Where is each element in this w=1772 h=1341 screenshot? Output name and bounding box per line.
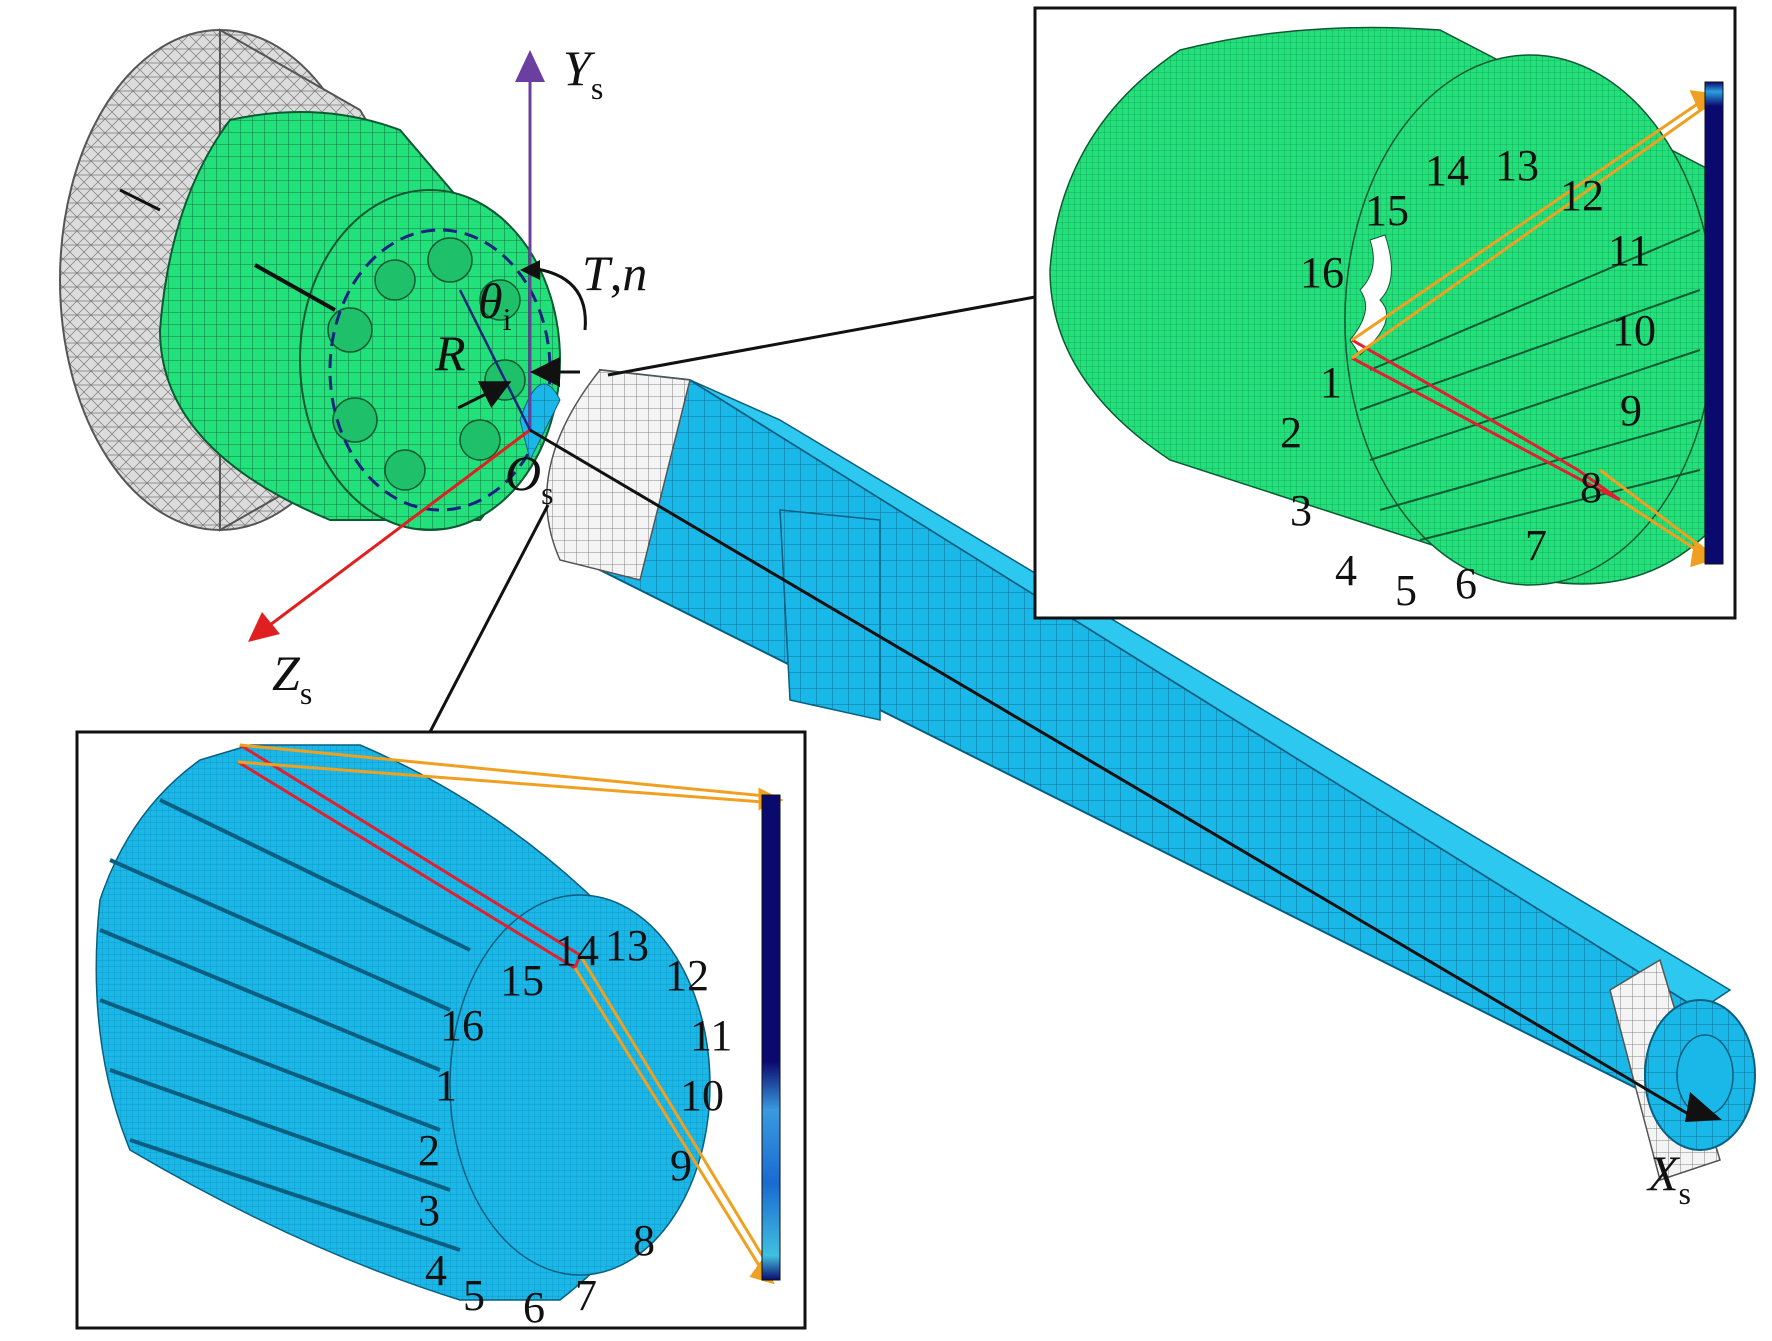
- sleeve-contour-bar: [1704, 81, 1724, 565]
- shaft-contour-bar: [761, 794, 781, 1281]
- sleeve-spline-4: 4: [1335, 546, 1357, 595]
- shaft-spline-12: 12: [665, 951, 709, 1000]
- torque-speed-label: T,n: [582, 245, 647, 301]
- bolt-holes: [327, 237, 526, 491]
- sleeve-spline-6: 6: [1455, 559, 1477, 608]
- z-axis-label: Zs: [272, 645, 312, 711]
- shaft-inset: 1 2 3 4 5 6 7 8 9 10 11 12 13 14 15 16: [75, 730, 807, 1332]
- shaft-highlight-red: [237, 743, 582, 971]
- leader-sleeve-inset: [607, 295, 1036, 377]
- shaft-spline-3: 3: [418, 1186, 440, 1235]
- sleeve-spline-10: 10: [1612, 306, 1656, 355]
- sleeve-spline-1: 1: [1320, 358, 1342, 407]
- sleeve-spline-5: 5: [1395, 566, 1417, 615]
- sleeve-spline-7: 7: [1525, 521, 1547, 570]
- spline-shaft: [519, 368, 1756, 1181]
- shaft-spline-13: 13: [605, 921, 649, 970]
- shaft-spline-16: 16: [440, 1001, 484, 1050]
- x-axis-label: Xs: [1646, 1145, 1691, 1211]
- shaft-spline-11: 11: [690, 1011, 732, 1060]
- shaft-spline-numbers: 1 2 3 4 5 6 7 8 9 10 11 12 13 14 15 16: [418, 921, 732, 1332]
- origin-label: Os: [505, 445, 554, 511]
- leader-shaft-inset: [428, 504, 550, 733]
- shaft-spline-9: 9: [670, 1141, 692, 1190]
- shaft-spline-6: 6: [523, 1283, 545, 1332]
- spline-sleeve: [158, 111, 561, 531]
- y-axis-label: Ys: [563, 40, 603, 106]
- sleeve-spline-13: 13: [1495, 141, 1539, 190]
- angle-arrow: [520, 260, 540, 280]
- shaft-spline-14: 14: [555, 926, 599, 975]
- sleeve-spline-numbers: 1 2 3 4 5 6 7 8 9 10 11 12 13 14 15 16: [1280, 141, 1656, 615]
- radius-label: R: [434, 325, 466, 381]
- sleeve-spline-11: 11: [1608, 226, 1650, 275]
- radius-arrow: [457, 381, 512, 410]
- shaft-spline-8: 8: [633, 1216, 655, 1265]
- radius-line: [458, 289, 532, 431]
- shaft-spline-7: 7: [575, 1271, 597, 1320]
- sleeve-inset: 1 2 3 4 5 6 7 8 9 10 11 12 13 14 15 16: [1033, 6, 1737, 620]
- sleeve-spline-8: 8: [1580, 463, 1602, 512]
- sleeve-spline-9: 9: [1620, 386, 1642, 435]
- sleeve-spline-3: 3: [1290, 486, 1312, 535]
- z-axis: [248, 428, 531, 642]
- shaft-spline-15: 15: [500, 956, 544, 1005]
- shaft-spline-10: 10: [680, 1071, 724, 1120]
- shaft-spline-1: 1: [435, 1061, 457, 1110]
- angle-arc: [529, 266, 587, 331]
- x-axis: [529, 428, 1722, 1122]
- sleeve-spline-2: 2: [1280, 408, 1302, 457]
- theta-label: θi: [478, 273, 512, 337]
- sleeve-spline-15: 15: [1365, 186, 1409, 235]
- shaft-spline-4: 4: [425, 1246, 447, 1295]
- bearing-left: [545, 369, 691, 581]
- sleeve-spline-12: 12: [1560, 171, 1604, 220]
- sleeve-spline-14: 14: [1425, 146, 1469, 195]
- shaft-spline-2: 2: [418, 1126, 440, 1175]
- shaft-spline-5: 5: [463, 1271, 485, 1320]
- sleeve-spline-16: 16: [1300, 248, 1344, 297]
